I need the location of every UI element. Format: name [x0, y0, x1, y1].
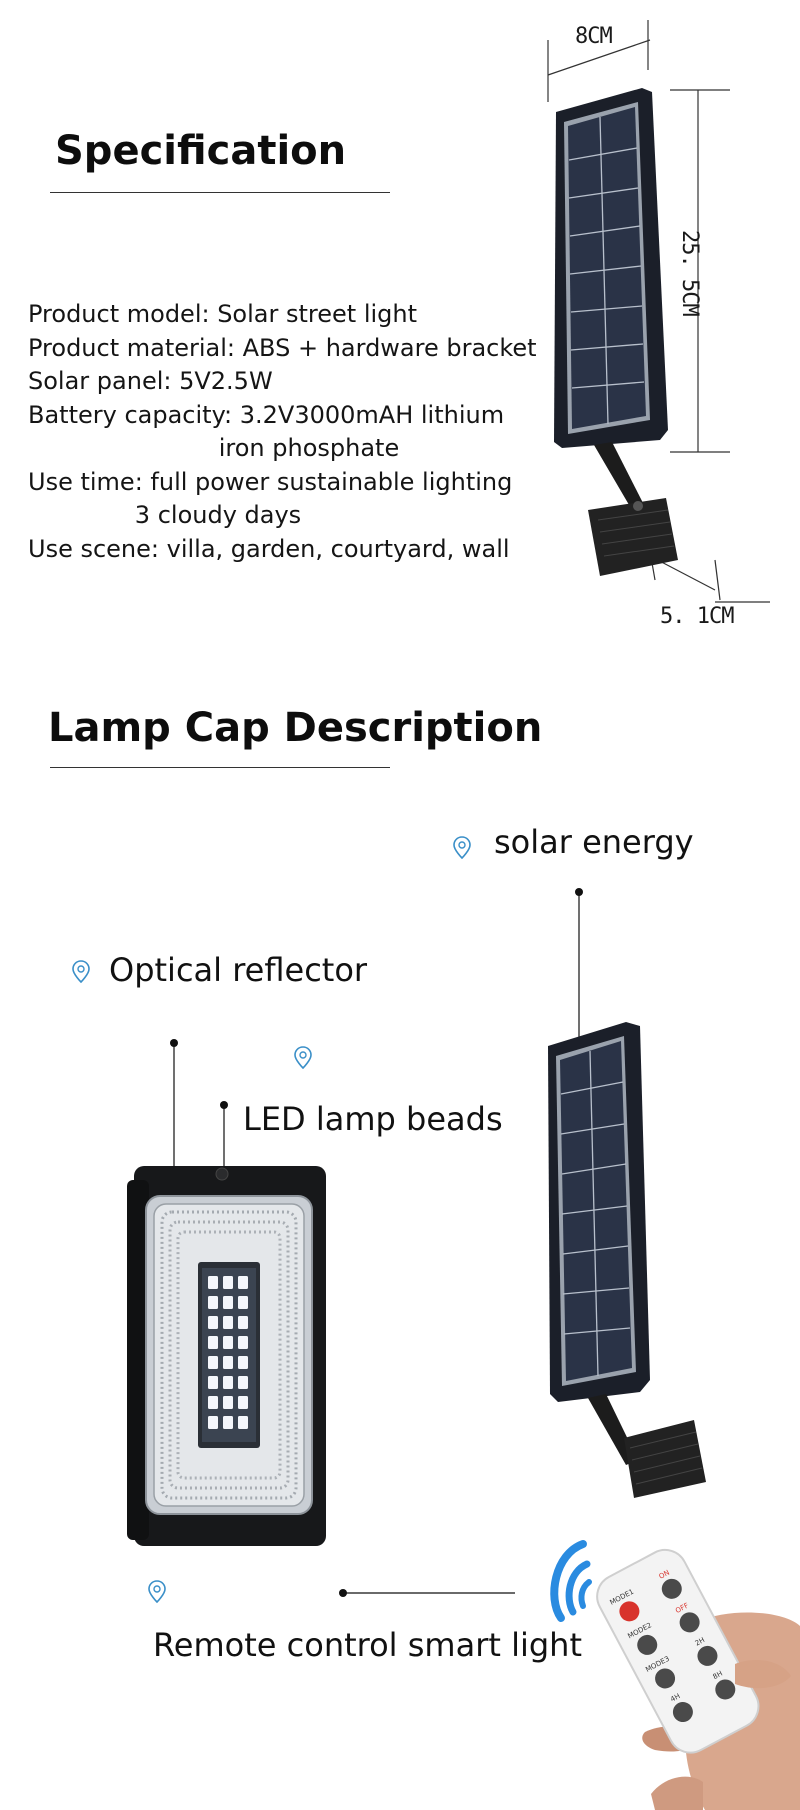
led-bead [223, 1316, 233, 1329]
spec-line-battery-cont: iron phosphate [28, 434, 400, 462]
remote-button [661, 1578, 682, 1599]
led-bead [238, 1376, 248, 1389]
led-bead [238, 1356, 248, 1369]
spec-line-solar-panel: Solar panel: 5V2.5W [28, 367, 273, 395]
spec-list: Product model: Solar street light Produc… [28, 298, 537, 566]
remote-button [637, 1634, 658, 1655]
solar-panel-top [554, 88, 668, 448]
remote-button [655, 1668, 676, 1689]
led-bead [238, 1396, 248, 1409]
location-pin-icon [453, 836, 471, 860]
led-bead [208, 1356, 218, 1369]
led-bead [208, 1396, 218, 1409]
spec-line-material: Product material: ABS + hardware bracket [28, 333, 537, 362]
solar-lamp-side-image [548, 1022, 706, 1498]
label-solar-energy: solar energy [494, 823, 694, 861]
led-bead [238, 1316, 248, 1329]
spec-line-use-scene: Use scene: villa, garden, courtyard, wal… [28, 534, 510, 563]
signal-waves-icon [550, 1540, 592, 1622]
led-bead [223, 1376, 233, 1389]
led-bead [208, 1276, 218, 1289]
led-bead [208, 1336, 218, 1349]
location-pin-icon [148, 1580, 166, 1604]
led-bead [223, 1276, 233, 1289]
lamp-front-image [127, 1166, 326, 1546]
lamp-cap-underline [50, 767, 390, 768]
dimension-width-label: 8CM [575, 24, 613, 49]
remote-button [679, 1612, 700, 1633]
led-bead [208, 1316, 218, 1329]
remote-button-label: 8H [712, 1670, 724, 1682]
led-bead [223, 1356, 233, 1369]
lamp-cap-heading: Lamp Cap Description [48, 705, 543, 751]
remote-button [697, 1645, 718, 1666]
led-bead [238, 1336, 248, 1349]
location-pin-icon [72, 960, 90, 984]
spec-line-use-time-cont: 3 cloudy days [28, 501, 302, 529]
height-dimension-line [670, 89, 730, 453]
location-pin-icon [294, 1046, 312, 1070]
led-bead [208, 1376, 218, 1389]
led-bead [223, 1396, 233, 1409]
spec-line-use-time: Use time: full power sustainable lightin… [28, 467, 513, 496]
specification-heading: Specification [55, 128, 347, 174]
led-bead [238, 1416, 248, 1429]
product-image-top [547, 20, 770, 603]
remote-button [619, 1601, 640, 1622]
led-bead [208, 1416, 218, 1429]
label-optical-reflector: Optical reflector [109, 951, 368, 989]
specification-underline [50, 192, 390, 193]
dimension-depth-label: 5. 1CM [660, 604, 734, 629]
remote-button-label: 2H [694, 1636, 706, 1648]
label-led-lamp-beads: LED lamp beads [243, 1100, 503, 1138]
spec-line-model: Product model: Solar street light [28, 300, 418, 328]
remote-button [715, 1679, 736, 1700]
led-bead [223, 1296, 233, 1309]
mount-bracket-top [588, 442, 678, 576]
led-bead [223, 1416, 233, 1429]
spec-line-battery: Battery capacity: 3.2V3000mAH lithium [28, 400, 505, 429]
led-bead [223, 1336, 233, 1349]
led-bead-grid [208, 1276, 248, 1429]
remote-button [672, 1702, 693, 1723]
label-remote-control: Remote control smart light [153, 1626, 582, 1664]
width-dimension-line [547, 20, 651, 102]
led-bead [238, 1276, 248, 1289]
led-bead [238, 1296, 248, 1309]
remote-button-label: 4H [669, 1692, 681, 1704]
led-bead [208, 1296, 218, 1309]
